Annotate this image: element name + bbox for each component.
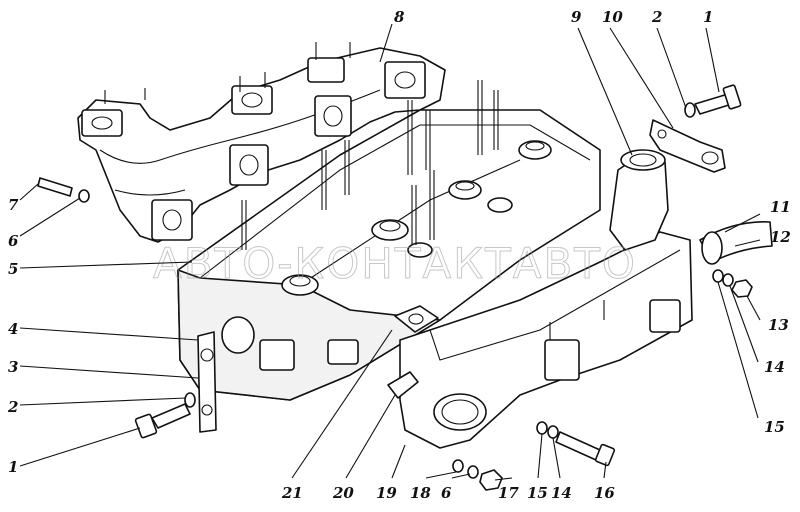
callout-12: 12 <box>770 228 791 246</box>
valve-springs <box>281 140 552 296</box>
callout-21: 21 <box>281 484 303 502</box>
watermark-text: АВТО-КОНТАКТАВТО <box>153 239 637 288</box>
callout-14-right: 14 <box>764 358 785 376</box>
bolt-part-1-top <box>684 84 742 118</box>
callout-7: 7 <box>8 196 19 214</box>
callout-2-top: 2 <box>651 8 662 26</box>
callout-labels: 8 9 10 2 1 7 6 11 12 5 13 4 14 3 15 2 1 … <box>7 8 791 502</box>
callout-6-bottom: 6 <box>441 484 452 502</box>
callout-4: 4 <box>8 320 18 338</box>
gasket-part-21 <box>394 305 439 333</box>
callout-17: 17 <box>498 484 519 502</box>
gasket-part-10 <box>649 119 726 173</box>
callout-19: 19 <box>376 484 397 502</box>
callout-5: 5 <box>8 260 18 278</box>
gasket-part-20 <box>387 371 419 399</box>
callout-15-bottom: 15 <box>527 484 548 502</box>
callout-9: 9 <box>571 8 582 26</box>
callout-10: 10 <box>602 8 623 26</box>
callout-3: 3 <box>8 358 18 376</box>
hose-part-11 <box>699 221 773 265</box>
callout-1-top: 1 <box>703 8 713 26</box>
callout-2-bottom: 2 <box>7 398 18 416</box>
leader-lines <box>19 23 761 481</box>
nut-washers-bottom <box>452 459 503 491</box>
bolt-part-16 <box>536 421 616 467</box>
water-manifold-part-19 <box>399 231 693 449</box>
bolt-part-1-bottom <box>134 392 196 439</box>
callout-8: 8 <box>394 8 405 26</box>
head-studs <box>241 80 499 250</box>
manifold-part-8 <box>77 42 446 243</box>
callout-13: 13 <box>768 316 789 334</box>
callout-14-bottom: 14 <box>551 484 572 502</box>
callout-16: 16 <box>594 484 615 502</box>
callout-11: 11 <box>770 198 791 216</box>
stud-part-7 <box>37 177 90 203</box>
callout-1-bottom: 1 <box>8 458 18 476</box>
callout-20: 20 <box>332 484 354 502</box>
callout-18: 18 <box>410 484 431 502</box>
bracket-part-3 <box>197 331 217 433</box>
callout-6-left: 6 <box>8 232 19 250</box>
callout-15-right: 15 <box>764 418 785 436</box>
